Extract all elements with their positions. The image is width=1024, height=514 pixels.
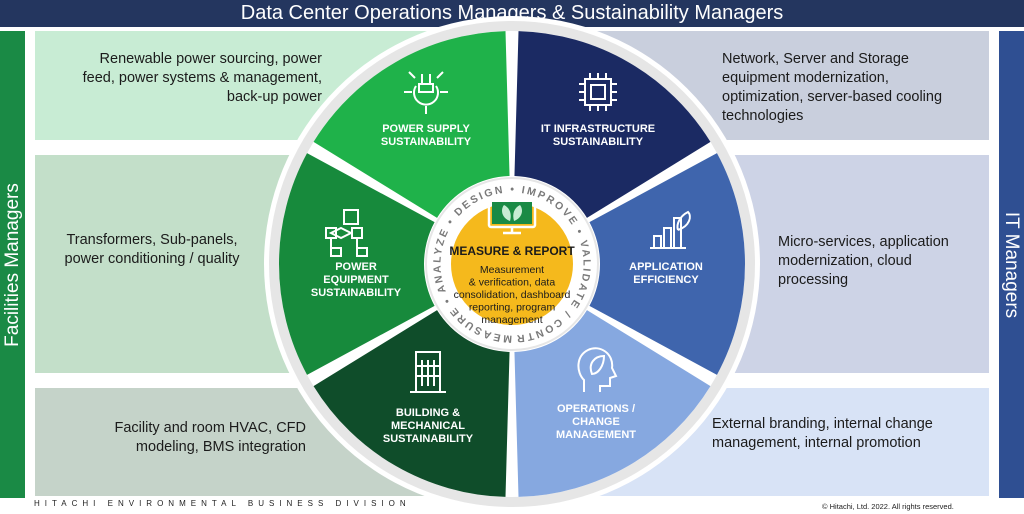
center-title: MEASURE & REPORT [449, 244, 575, 258]
operations-description: External branding, internal change manag… [712, 416, 933, 451]
growth-bars-icon [650, 210, 691, 249]
segment-building [313, 310, 510, 497]
chip-icon [579, 73, 617, 111]
segment-label-it-infrastructure: SUSTAINABILITY [553, 136, 644, 148]
segment-label-power-equipment: EQUIPMENT [323, 274, 389, 286]
center-body-line: consolidation, dashboard [454, 289, 571, 301]
it-infrastructure-description: Network, Server and Storage equipment mo… [722, 51, 943, 124]
head-leaf-icon [577, 347, 618, 392]
segment-it-infrastructure [514, 31, 711, 218]
application-description: Micro-services, application modernizatio… [778, 234, 949, 288]
network-icon [325, 209, 368, 257]
center-body-line: & verification, data [469, 277, 556, 289]
segment-label-building: SUSTAINABILITY [383, 433, 474, 445]
copyright: © Hitachi, Ltd. 2022. All rights reserve… [822, 502, 954, 511]
center-body-line: Measurement [480, 264, 544, 276]
center-body-line: reporting, program [469, 302, 556, 314]
segment-label-operations: OPERATIONS / [557, 403, 635, 415]
center-body-line: management [481, 314, 542, 326]
segment-label-building: BUILDING & [396, 407, 460, 419]
growth-bars-icon-shape [650, 210, 691, 249]
segment-label-it-infrastructure: IT INFRASTRUCTURE [541, 123, 655, 135]
segment-power-equipment [278, 153, 435, 375]
building-description: Facility and room HVAC, CFD modeling, BM… [114, 420, 307, 455]
plug-sun-icon [404, 71, 448, 114]
it-managers-bar: IT Managers [999, 31, 1024, 498]
building-icon [410, 351, 446, 393]
power-supply-description: Renewable power sourcing, power feed, po… [82, 51, 322, 105]
segment-label-application: EFFICIENCY [633, 274, 699, 286]
segment-power-supply [313, 31, 510, 218]
building-icon-shape [410, 351, 446, 393]
facilities-managers-bar: Facilities Managers [0, 31, 25, 498]
segment-operations [514, 310, 711, 497]
plug-sun-icon-shape [404, 71, 448, 114]
segment-label-power-equipment: SUSTAINABILITY [311, 287, 402, 299]
division-label: HITACHI ENVIRONMENTAL BUSINESS DIVISION [34, 499, 411, 508]
segment-label-operations: MANAGEMENT [556, 429, 636, 441]
head-leaf-icon-shape [577, 347, 618, 392]
network-icon-shape [325, 209, 368, 257]
segment-label-power-equipment: POWER [335, 261, 377, 273]
segment-label-power-supply: SUSTAINABILITY [381, 136, 472, 148]
segment-application [589, 153, 745, 375]
power-equipment-description: Transformers, Sub-panels, power conditio… [64, 232, 240, 267]
segment-label-building: MECHANICAL [391, 420, 465, 432]
chip-icon-shape [579, 73, 617, 111]
segment-label-operations: CHANGE [572, 416, 620, 428]
segment-label-application: APPLICATION [629, 261, 703, 273]
segment-label-power-supply: POWER SUPPLY [382, 123, 470, 135]
monitor-leaf-icon [487, 197, 537, 235]
